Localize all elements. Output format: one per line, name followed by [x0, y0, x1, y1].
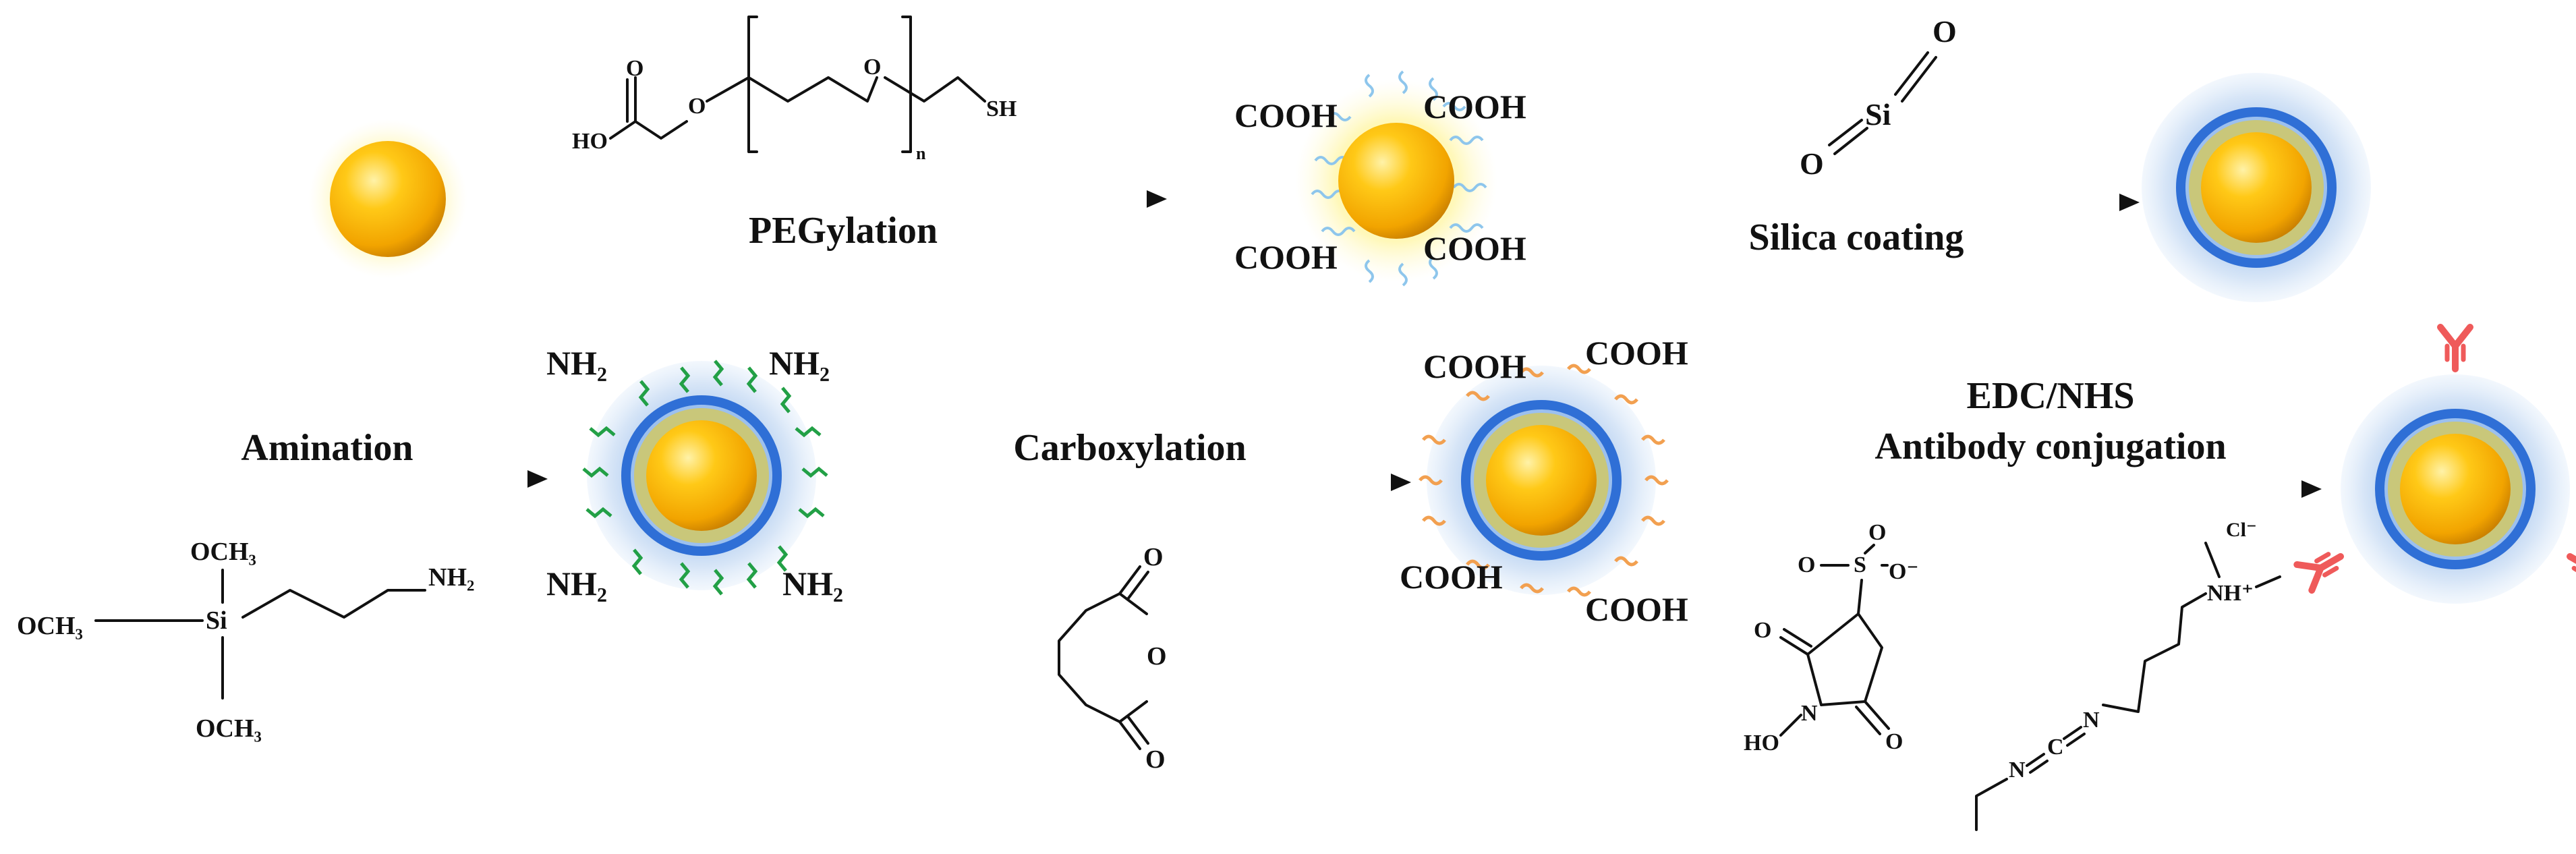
carboxylated-nanoparticle	[1419, 366, 1669, 595]
edc-n-1: N	[2009, 758, 2026, 782]
antibody-icon-top	[2440, 327, 2470, 369]
antibody-conjugation-label: Antibody conjugation	[1874, 426, 2226, 467]
amination-arrow	[111, 470, 548, 488]
silica-coating-arrow	[1605, 194, 2140, 211]
peg-o-carbonyl: O	[626, 56, 643, 81]
amine-bottom-right: NH₂	[782, 565, 843, 602]
nhs-n-label: N	[1801, 701, 1818, 726]
amine-top-left: NH₂	[546, 344, 607, 382]
gold-nanoparticle	[308, 119, 467, 279]
antibody-icon-right	[2563, 544, 2576, 590]
edc-structure: N C N NH⁺ Cl⁻	[1975, 519, 2281, 831]
silica-o-bottom: O	[1800, 146, 1824, 181]
amine-bottom-left: NH₂	[546, 565, 607, 602]
antibody-conjugated-nanoparticle	[2297, 327, 2576, 604]
conjugation-arrow	[1754, 480, 2322, 498]
carboxyl-cooh-top-right: COOH	[1585, 334, 1688, 372]
peg-repeat-n: n	[916, 144, 926, 163]
aptes-och3-top: OCH₃	[190, 538, 256, 566]
nhs-so3-o-minus: O⁻	[1889, 559, 1918, 584]
peg-cooh-bottom-left: COOH	[1234, 238, 1338, 276]
peg-ho-label: HO	[572, 129, 608, 154]
amine-top-right: NH₂	[769, 344, 830, 382]
aptes-si-label: Si	[206, 606, 227, 635]
carboxylation-label: Carboxylation	[1013, 427, 1246, 469]
peg-sh-label: SH	[986, 96, 1017, 121]
aminated-nanoparticle	[583, 361, 828, 596]
edc-n-2: N	[2083, 708, 2100, 733]
amination-label: Amination	[241, 427, 413, 469]
peg-cooh-bottom-right: COOH	[1423, 229, 1526, 267]
edc-nhs-label: EDC/NHS	[1967, 375, 2135, 417]
nhs-o-lower: O	[1885, 729, 1903, 754]
pegylation-arrow	[526, 190, 1167, 208]
carboxyl-cooh-bottom-left: COOH	[1400, 558, 1503, 596]
nhs-so3-s: S	[1854, 552, 1866, 577]
nhs-so3-o-left: O	[1798, 552, 1815, 577]
peg-ether-o-2: O	[863, 55, 881, 80]
silica-si-label: Si	[1865, 97, 1891, 132]
aptes-nh2-label: NH₂	[428, 563, 474, 592]
silica-reagent-structure: Si O O	[1800, 14, 1957, 181]
silica-coated-nanoparticle	[2142, 73, 2371, 302]
edc-cl-minus: Cl⁻	[2226, 519, 2257, 541]
antibody-icon-left	[2297, 544, 2348, 590]
nhs-o-upper: O	[1754, 618, 1771, 643]
carboxyl-cooh-top-left: COOH	[1423, 347, 1526, 385]
silica-o-top: O	[1933, 14, 1957, 49]
carboxyl-cooh-bottom-right: COOH	[1585, 590, 1688, 628]
aptes-och3-bottom: OCH₃	[196, 714, 262, 743]
edc-c-label: C	[2047, 735, 2064, 760]
peg-cooh-top-right: COOH	[1423, 88, 1526, 125]
anhydride-o-top: O	[1143, 543, 1164, 571]
aptes-structure: OCH₃ Si OCH₃ OCH₃ NH₂	[17, 538, 474, 743]
nhs-so3-o-top: O	[1868, 520, 1886, 545]
peg-reagent-structure: O HO O O n SH	[572, 16, 1017, 163]
nhs-ho-label: HO	[1744, 731, 1779, 756]
pegylated-nanoparticle	[1295, 70, 1497, 287]
aptes-och3-left: OCH₃	[17, 612, 83, 640]
carboxylation-arrow	[870, 474, 1411, 491]
sulfo-nhs-structure: S O O⁻ O O O N HO	[1744, 520, 1918, 756]
anhydride-o-bottom: O	[1145, 745, 1166, 774]
anhydride-o-ring: O	[1147, 642, 1167, 671]
peg-cooh-top-left: COOH	[1234, 96, 1338, 134]
pegylation-label: PEGylation	[749, 210, 938, 252]
peg-ether-o-1: O	[688, 94, 706, 119]
glutaric-anhydride-structure: O O O	[1058, 543, 1167, 774]
edc-nh-plus: NH⁺	[2207, 581, 2254, 606]
silica-coating-label: Silica coating	[1749, 217, 1964, 258]
